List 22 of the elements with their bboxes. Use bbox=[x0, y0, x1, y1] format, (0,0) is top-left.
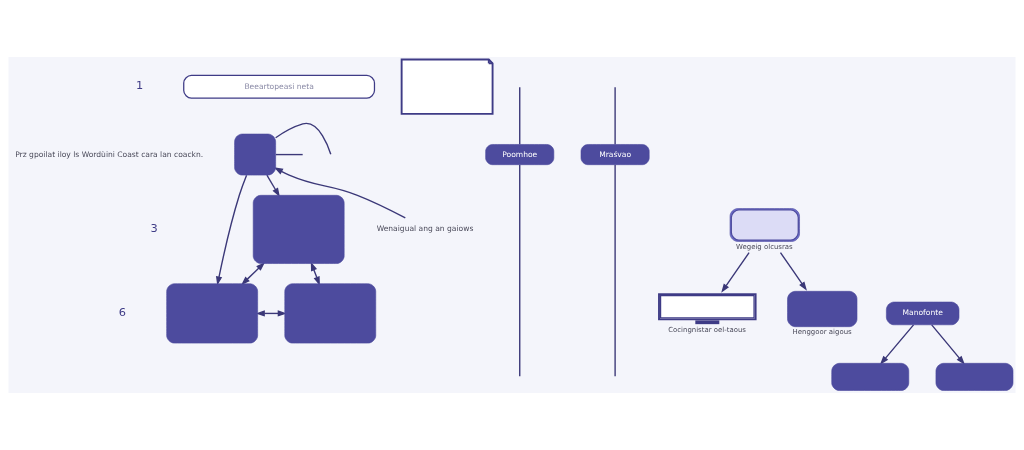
node-box bbox=[284, 283, 377, 344]
node-box bbox=[166, 283, 258, 344]
arrow bbox=[931, 324, 965, 365]
node-box bbox=[831, 363, 910, 391]
node-box bbox=[234, 133, 276, 176]
arrow bbox=[721, 251, 750, 293]
arrow bbox=[215, 174, 248, 286]
connector bbox=[614, 86, 616, 146]
connector bbox=[275, 153, 304, 156]
connector bbox=[274, 122, 332, 155]
arrow bbox=[273, 167, 406, 219]
label: 1 bbox=[135, 78, 144, 93]
arrow bbox=[779, 251, 807, 291]
connector bbox=[614, 164, 616, 377]
connector bbox=[519, 86, 521, 146]
node-box bbox=[252, 195, 345, 264]
node-box bbox=[935, 363, 1014, 391]
label: 6 bbox=[118, 305, 127, 320]
label: 3 bbox=[150, 221, 158, 236]
arrow bbox=[241, 262, 265, 286]
arrow bbox=[879, 324, 915, 365]
connector bbox=[519, 164, 521, 377]
